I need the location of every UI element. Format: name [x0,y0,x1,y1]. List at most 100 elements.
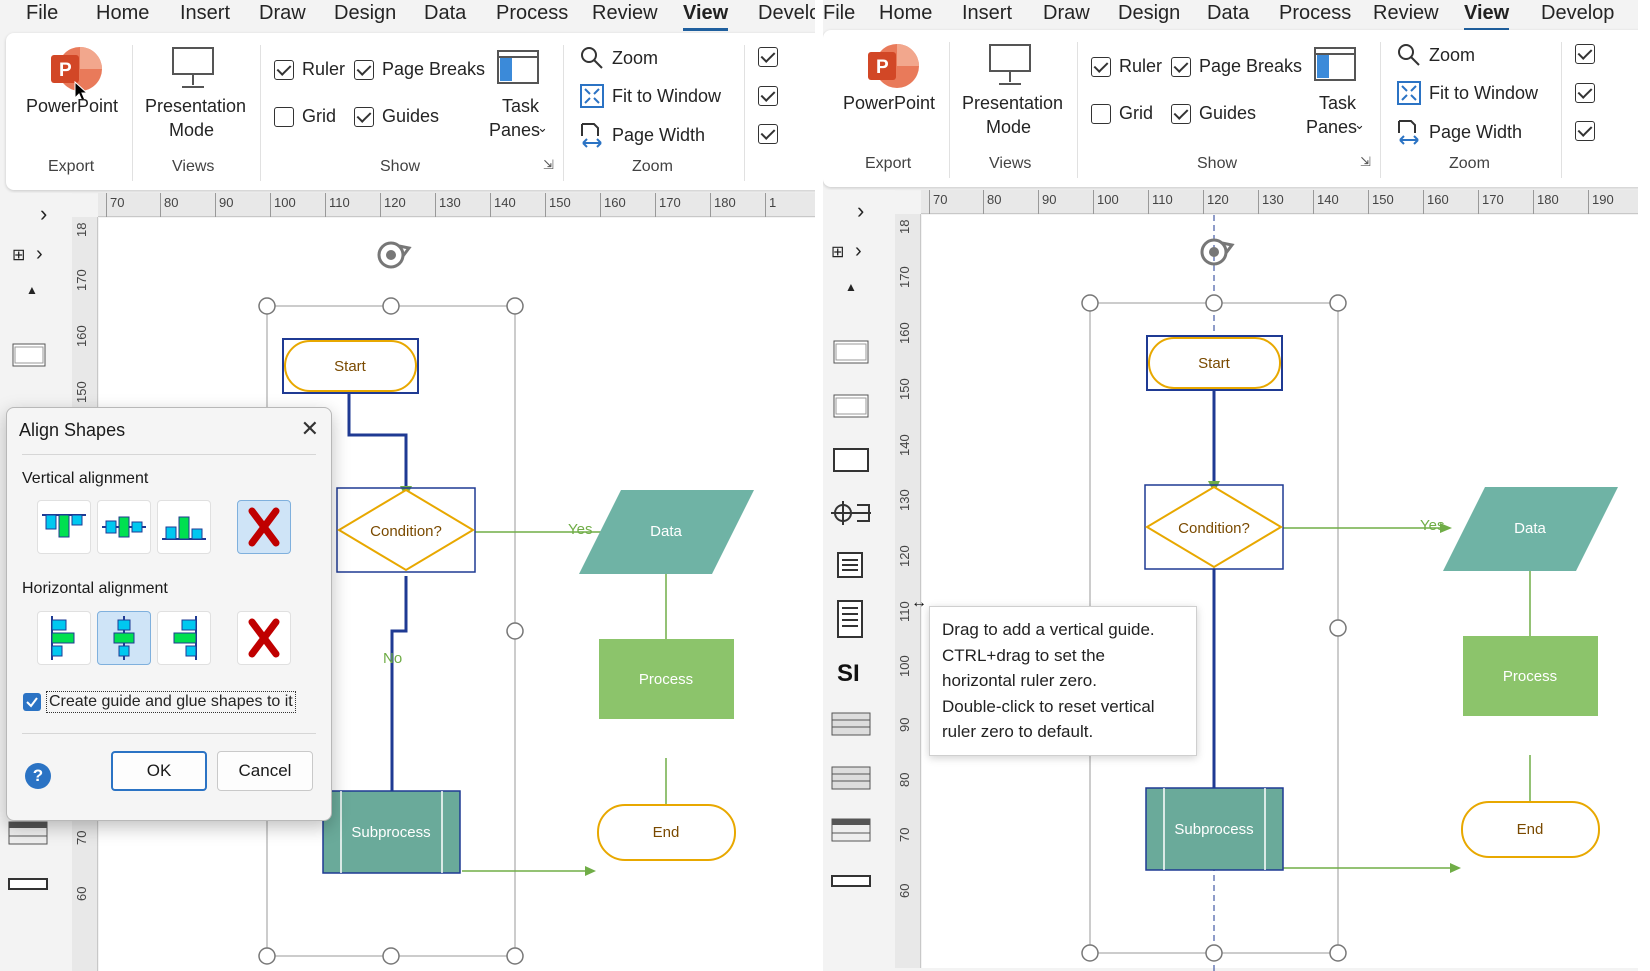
horizontal-ruler[interactable]: 70 80 90 100 110 120 130 140 150 160 170… [921,190,1638,214]
menu-design[interactable]: Design [334,2,397,24]
create-guide-checkbox-label[interactable]: Create guide and glue shapes to it [46,691,296,713]
ruler-checkbox-label[interactable]: Ruler [302,59,346,79]
menu-insert[interactable]: Insert [962,2,1013,24]
ruler-checkbox[interactable] [274,60,294,80]
rectangle-shape-icon[interactable] [833,448,869,474]
shape-thumbnail-icon[interactable] [833,394,869,420]
expand-shapes-chevron-icon[interactable]: › [857,198,865,223]
crosshair-shape-icon[interactable] [831,500,871,526]
extra-checkbox[interactable] [1575,44,1595,64]
task-panes-label-line1[interactable]: Task [1319,93,1357,113]
powerpoint-button-label[interactable]: PowerPoint [26,96,119,116]
presentation-mode-label-line1[interactable]: Presentation [962,93,1064,113]
scroll-up-arrow-icon[interactable]: ▲ [26,283,38,297]
task-panes-label-line2[interactable]: Panes [489,120,541,140]
menu-review[interactable]: Review [1373,2,1439,24]
extra-checkbox[interactable] [758,86,778,106]
fit-to-window-icon[interactable] [1397,81,1421,105]
ruler-checkbox-label[interactable]: Ruler [1119,56,1163,76]
menu-file[interactable]: File [823,2,856,24]
guides-checkbox-label[interactable]: Guides [1199,103,1257,123]
chevron-right-icon[interactable]: › [855,240,862,262]
menu-developer[interactable]: Develop [1541,2,1615,24]
cancel-button[interactable]: Cancel [217,751,313,791]
table-shape-icon[interactable] [831,818,871,844]
menu-view[interactable]: View [683,2,729,31]
menu-process[interactable]: Process [1279,2,1352,24]
fit-to-window-icon[interactable] [580,84,604,108]
page-breaks-checkbox[interactable] [354,60,374,80]
align-middle-button[interactable] [97,500,151,554]
task-panes-icon[interactable] [496,49,540,87]
powerpoint-icon[interactable]: P [863,42,921,92]
page-breaks-checkbox-label[interactable]: Page Breaks [382,59,486,79]
extra-checkbox[interactable] [1575,83,1595,103]
menu-file[interactable]: File [26,2,59,24]
table-shape-icon[interactable] [831,712,871,738]
grid-checkbox[interactable] [1091,104,1111,124]
menu-design[interactable]: Design [1118,2,1181,24]
page-width-label[interactable]: Page Width [1429,122,1523,142]
presentation-mode-icon[interactable] [987,42,1033,88]
dialog-launcher-icon[interactable]: ⇲ [1360,154,1371,169]
stencil-icon[interactable]: ⊞ [12,247,26,264]
record-shape-icon[interactable] [831,874,871,890]
menu-insert[interactable]: Insert [180,2,231,24]
table-shape-icon[interactable] [831,766,871,792]
create-guide-checkbox[interactable] [23,693,41,711]
powerpoint-icon[interactable]: P [46,45,104,95]
ok-button[interactable]: OK [111,751,207,791]
list-shape-icon[interactable] [837,552,865,580]
zoom-magnifier-icon[interactable] [1397,43,1421,67]
record-shape-icon[interactable] [8,877,48,893]
task-panes-icon[interactable] [1313,46,1357,84]
menu-home[interactable]: Home [96,2,150,24]
text-shape-icon[interactable]: SI [837,660,860,687]
grid-checkbox-label[interactable]: Grid [1119,103,1154,123]
menu-data[interactable]: Data [1207,2,1250,24]
extra-checkbox[interactable] [1575,121,1595,141]
align-right-button[interactable] [157,611,211,665]
grid-checkbox-label[interactable]: Grid [302,106,337,126]
stencil-icon[interactable]: ⊞ [831,244,845,261]
align-top-button[interactable] [37,500,91,554]
page-breaks-checkbox-label[interactable]: Page Breaks [1199,56,1303,76]
menu-draw[interactable]: Draw [1043,2,1090,24]
drawing-canvas[interactable]: Start Condition? Yes Data Process Subpro… [922,215,1638,971]
extra-checkbox[interactable] [758,124,778,144]
help-icon[interactable]: ? [25,763,51,789]
shape-thumbnail-icon[interactable] [12,343,46,369]
no-vertical-alignment-button[interactable] [237,500,291,554]
presentation-mode-label-line2[interactable]: Mode [169,120,215,140]
zoom-button-label[interactable]: Zoom [612,48,659,68]
expand-shapes-chevron-icon[interactable]: › [40,201,48,226]
guides-checkbox[interactable] [1171,104,1191,124]
page-width-icon[interactable] [1397,119,1421,145]
page-width-icon[interactable] [580,122,604,148]
close-icon[interactable]: ✕ [300,416,319,441]
menu-home[interactable]: Home [879,2,933,24]
zoom-button-label[interactable]: Zoom [1429,45,1476,65]
guides-checkbox-label[interactable]: Guides [382,106,440,126]
align-bottom-button[interactable] [157,500,211,554]
vertical-ruler[interactable]: 18 170 160 150 140 130 120 110 100 90 80… [895,214,921,968]
scroll-up-arrow-icon[interactable]: ▲ [845,280,857,294]
zoom-magnifier-icon[interactable] [580,46,604,70]
chevron-down-icon[interactable]: ⌄ [537,120,548,135]
menu-review[interactable]: Review [592,2,658,24]
shape-thumbnail-icon[interactable] [833,340,869,366]
chevron-right-icon[interactable]: › [36,243,43,265]
horizontal-ruler[interactable]: 70 80 90 100 110 120 130 140 150 160 170… [98,193,815,217]
fit-to-window-label[interactable]: Fit to Window [612,86,722,106]
powerpoint-button-label[interactable]: PowerPoint [843,93,936,113]
page-breaks-checkbox[interactable] [1171,57,1191,77]
dialog-launcher-icon[interactable]: ⇲ [543,157,554,172]
menu-process[interactable]: Process [496,2,569,24]
menu-developer[interactable]: Develo [758,2,815,24]
fit-to-window-label[interactable]: Fit to Window [1429,83,1539,103]
task-panes-label-line2[interactable]: Panes [1306,117,1358,137]
menu-draw[interactable]: Draw [259,2,306,24]
ruler-checkbox[interactable] [1091,57,1111,77]
presentation-mode-icon[interactable] [170,45,216,91]
menu-data[interactable]: Data [424,2,467,24]
